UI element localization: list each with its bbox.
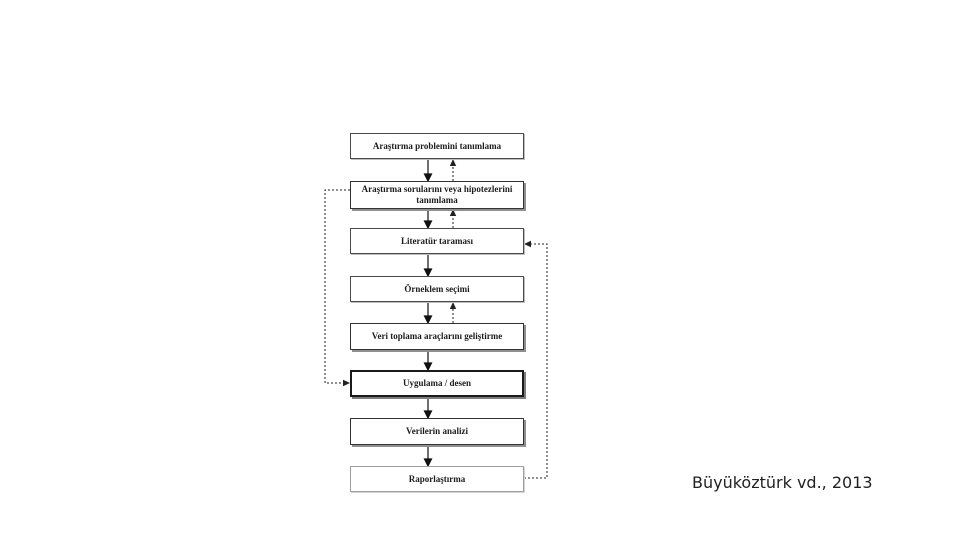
flow-step-questions-hypotheses: Araştırma sorularını veya hipotezlerini … xyxy=(350,181,524,209)
flow-step-label: Raporlaştırma xyxy=(408,473,466,484)
flow-step-label: Veri toplama araçlarını geliştirme xyxy=(371,331,503,342)
flow-step-label: Örneklem seçimi xyxy=(404,283,470,294)
flow-step-label: Araştırma sorularını veya hipotezlerini … xyxy=(361,184,513,205)
feedback-loop-8-3 xyxy=(524,243,548,479)
flow-step-label: Uygulama / desen xyxy=(402,378,471,389)
flow-step-label: Literatür taraması xyxy=(400,235,474,246)
citation: Büyüköztürk vd., 2013 xyxy=(692,473,873,492)
flow-step-label: Araştırma problemini tanımlama xyxy=(372,140,502,151)
feedback-loop-2-6 xyxy=(324,189,350,384)
flow-step-data-analysis: Verilerin analizi xyxy=(350,418,524,445)
flow-step-define-problem: Araştırma problemini tanımlama xyxy=(350,133,524,159)
flow-step-label: Verilerin analizi xyxy=(406,426,468,437)
flow-step-data-collection-tools: Veri toplama araçlarını geliştirme xyxy=(350,323,524,350)
flow-step-application-design: Uygulama / desen xyxy=(350,370,524,397)
flow-step-sample-selection: Örneklem seçimi xyxy=(350,276,524,302)
flow-step-reporting: Raporlaştırma xyxy=(350,466,524,492)
flow-step-literature-review: Literatür taraması xyxy=(350,228,524,254)
